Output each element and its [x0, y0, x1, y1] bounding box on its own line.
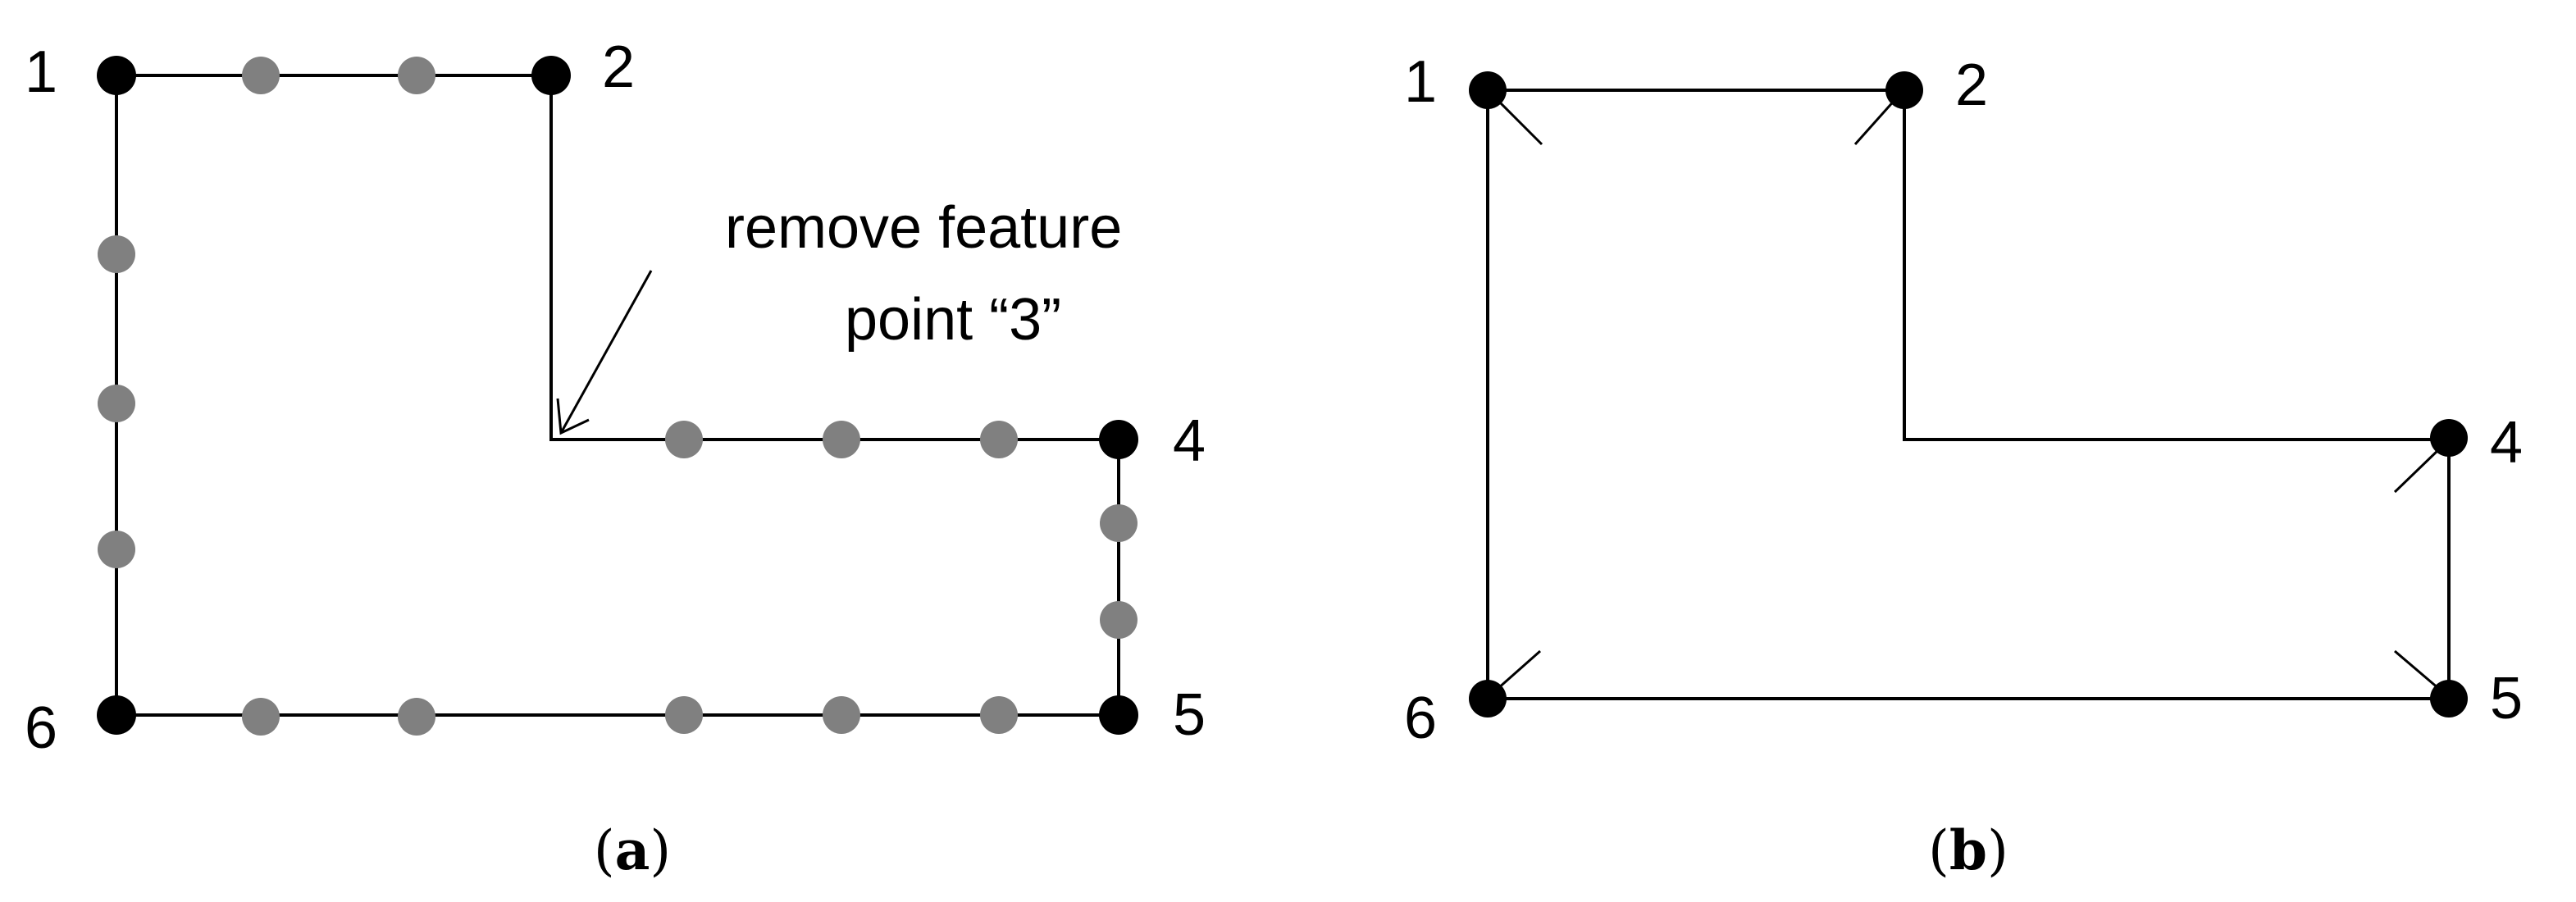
- intermediate-point: [242, 698, 280, 736]
- feature-label-1: 1: [25, 39, 57, 105]
- intermediate-point: [98, 385, 135, 422]
- panel-b-outline: [1486, 89, 2451, 700]
- intermediate-point: [98, 235, 135, 273]
- feature-label-5: 5: [2490, 666, 2523, 731]
- intermediate-point: [823, 696, 860, 734]
- feature-point-1: [97, 56, 136, 95]
- feature-label-4: 4: [1173, 408, 1206, 474]
- annotation-arrow: [556, 270, 653, 435]
- feature-label-2: 2: [1955, 52, 1988, 118]
- feature-point-4: [1099, 420, 1138, 459]
- direction-tick: [1497, 649, 1541, 690]
- feature-label-2: 2: [602, 34, 635, 100]
- intermediate-point: [823, 421, 860, 458]
- direction-tick: [2393, 446, 2442, 494]
- panel-a: 1 2 4 5 6 remove feature point “3” (a): [25, 34, 1206, 882]
- intermediate-point: [980, 696, 1018, 734]
- feature-point-5: [1099, 695, 1138, 735]
- feature-label-5: 5: [1173, 682, 1206, 748]
- feature-point-4: [2430, 419, 2468, 457]
- panel-a-caption: (a): [594, 818, 671, 882]
- intermediate-point: [398, 57, 435, 94]
- panel-b: 1 2 4 5 6 (b): [1404, 49, 2523, 882]
- intermediate-point: [665, 421, 703, 458]
- panel-b-caption: (b): [1928, 818, 2008, 882]
- feature-point-6: [1469, 680, 1507, 718]
- intermediate-point: [1100, 601, 1138, 639]
- feature-point-5: [2430, 680, 2468, 718]
- annotation-line-1: remove feature: [725, 195, 1122, 261]
- intermediate-point: [980, 421, 1018, 458]
- intermediate-point: [1100, 504, 1138, 542]
- intermediate-point: [98, 531, 135, 568]
- intermediate-point: [242, 57, 280, 94]
- intermediate-point: [665, 696, 703, 734]
- feature-point-1: [1469, 71, 1507, 109]
- feature-point-2: [1885, 71, 1923, 109]
- annotation-line-2: point “3”: [845, 287, 1061, 353]
- feature-point-6: [97, 695, 136, 735]
- feature-label-6: 6: [25, 695, 57, 761]
- feature-label-6: 6: [1404, 686, 1437, 751]
- panel-a-outline: [115, 74, 1120, 717]
- direction-tick: [1496, 98, 1543, 146]
- feature-label-1: 1: [1404, 49, 1437, 115]
- direction-tick: [1853, 98, 1898, 145]
- feature-point-2: [531, 56, 571, 95]
- feature-label-4: 4: [2490, 410, 2523, 476]
- direction-tick: [2394, 649, 2440, 690]
- intermediate-point: [398, 698, 435, 736]
